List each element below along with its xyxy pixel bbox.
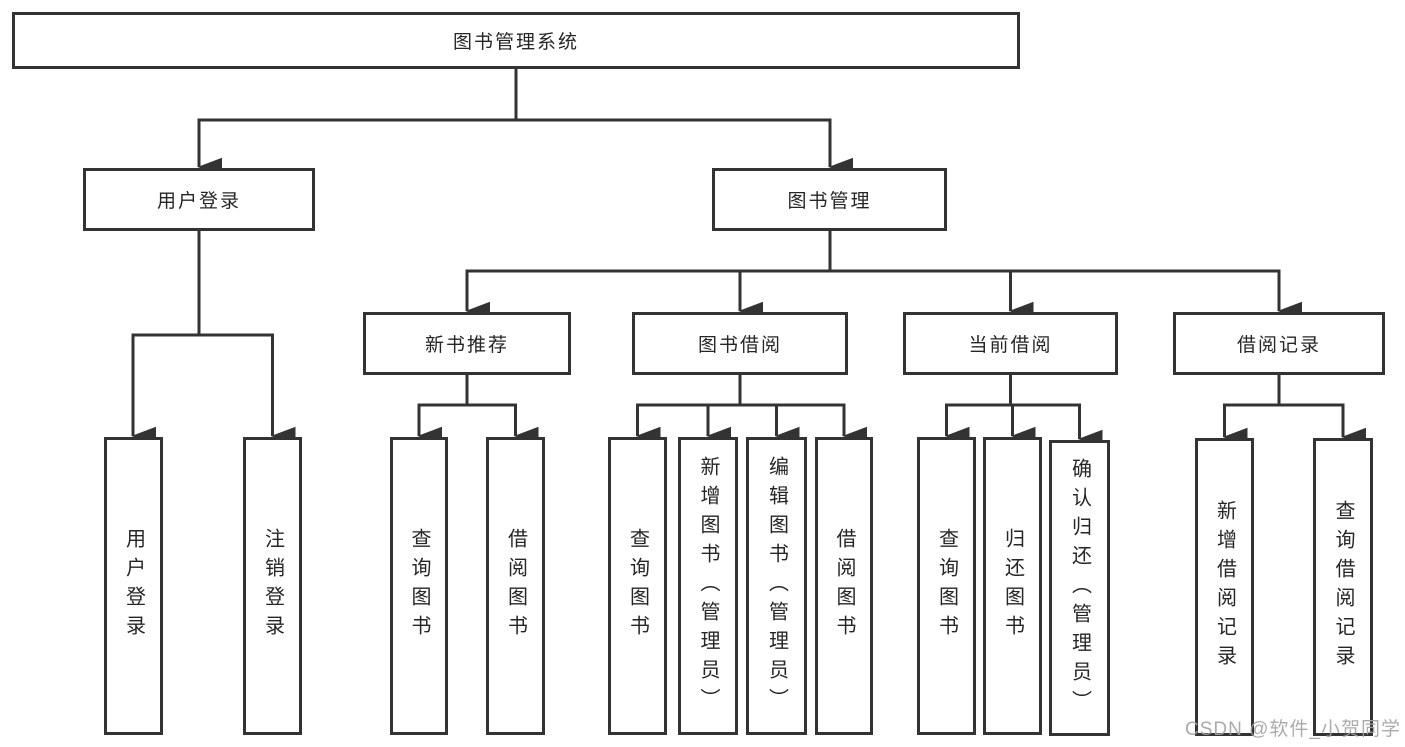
node-book-borrowing: 图书借阅: [632, 312, 848, 375]
node-borrowing-records: 借阅记录: [1173, 312, 1385, 375]
leaf-add-borrow-record: 新增借阅记录: [1195, 438, 1254, 736]
node-root-system: 图书管理系统: [12, 12, 1020, 69]
leaf-query-books-borrowing: 查询图书: [608, 437, 667, 735]
leaf-confirm-return-admin: 确认归还（管理员）: [1049, 440, 1110, 736]
node-user-login: 用户登录: [83, 168, 315, 231]
leaf-user-login: 用户登录: [104, 437, 163, 735]
node-current-borrowing: 当前借阅: [903, 312, 1118, 375]
connector-user-login-trunk: [131, 231, 274, 337]
connector-new-book-trunk: [417, 375, 517, 407]
connector-book-borrowing-trunk: [636, 375, 846, 407]
node-book-management: 图书管理: [712, 168, 947, 231]
node-new-book-recommend: 新书推荐: [363, 312, 571, 375]
leaf-logout: 注销登录: [243, 437, 302, 735]
leaf-add-books-admin: 新增图书（管理员）: [678, 437, 738, 735]
leaf-borrow-books: 借阅图书: [815, 437, 873, 735]
leaf-return-books: 归还图书: [983, 437, 1042, 735]
leaf-query-books-recommend: 查询图书: [390, 437, 448, 735]
leaf-query-books-current: 查询图书: [917, 437, 976, 735]
leaf-borrow-books-recommend: 借阅图书: [486, 437, 545, 735]
leaf-edit-books-admin: 编辑图书（管理员）: [746, 437, 807, 735]
connector-root-trunk: [197, 69, 832, 122]
connector-current-borrowing-trunk: [945, 375, 1081, 407]
connector-borrowing-records-trunk: [1223, 375, 1345, 407]
csdn-watermark: CSDN @软件_小贺同学: [1185, 719, 1401, 740]
leaf-query-borrow-record: 查询借阅记录: [1313, 438, 1373, 736]
connector-book-management-trunk: [465, 231, 1281, 273]
